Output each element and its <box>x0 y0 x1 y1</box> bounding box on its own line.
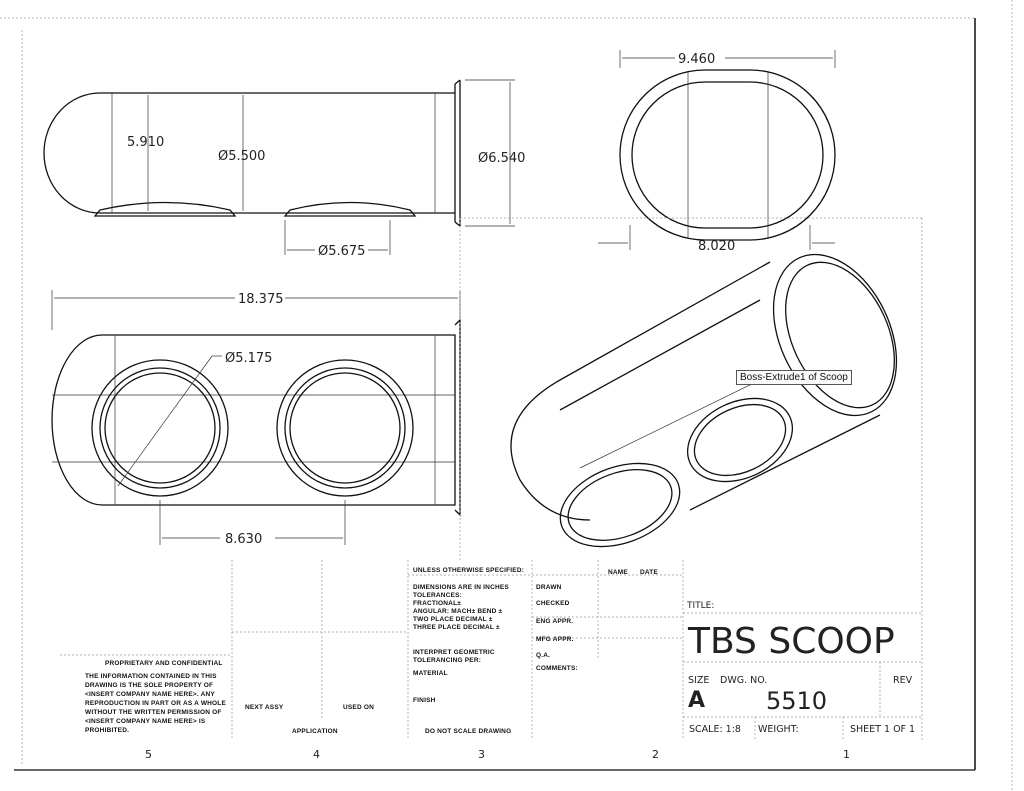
zone-4: 4 <box>313 748 320 761</box>
dim-overall-length: 18.375 <box>238 292 284 307</box>
dim-body-dia: Ø5.500 <box>218 149 265 164</box>
tolerance-line: TOLERANCES: <box>413 592 462 599</box>
proprietary-line: WITHOUT THE WRITTEN PERMISSION OF <box>85 709 222 716</box>
dim-port-spacing: 8.630 <box>225 532 262 547</box>
tolerance-line: FRACTIONAL± <box>413 600 461 607</box>
size-value: A <box>688 688 705 713</box>
tolerance-line: THREE PLACE DECIMAL ± <box>413 624 500 631</box>
scale-value: SCALE: 1:8 <box>689 724 741 735</box>
tolerance-line: TWO PLACE DECIMAL ± <box>413 616 493 623</box>
proprietary-line: PROHIBITED. <box>85 727 129 734</box>
dwg-no-value: 5510 <box>766 687 827 715</box>
rev-label: REV <box>893 675 913 686</box>
proprietary-line: REPRODUCTION IN PART OR AS A WHOLE <box>85 700 226 707</box>
weight-label: WEIGHT: <box>758 724 799 735</box>
used-on-label: USED ON <box>343 704 374 711</box>
dim-end-inner: 8.020 <box>698 239 735 254</box>
dim-flange-dia: Ø6.540 <box>478 151 525 166</box>
tolerance-line: ANGULAR: MACH± BEND ± <box>413 608 503 615</box>
unless-label: UNLESS OTHERWISE SPECIFIED: <box>413 567 524 574</box>
proprietary-line: DRAWING IS THE SOLE PROPERTY OF <box>85 682 213 689</box>
drawing-title: TBS SCOOP <box>687 621 895 662</box>
dim-height: 5.910 <box>127 135 164 150</box>
role-comments: COMMENTS: <box>536 665 578 672</box>
interpret-line: INTERPRET GEOMETRIC <box>413 649 495 656</box>
proprietary-line: <INSERT COMPANY NAME HERE>. ANY <box>85 691 215 698</box>
dim-port-dia: Ø5.675 <box>318 244 365 259</box>
sheet-label: SHEET 1 OF 1 <box>850 724 915 735</box>
dim-port-circle: Ø5.175 <box>225 351 272 366</box>
zone-1: 1 <box>843 748 850 761</box>
date-column: DATE <box>640 569 658 576</box>
zone-5: 5 <box>145 748 152 761</box>
tolerance-line: DIMENSIONS ARE IN INCHES <box>413 584 509 591</box>
name-column: NAME <box>608 569 628 576</box>
end-view: 9.460 8.020 <box>598 50 836 254</box>
front-view: 5.910 Ø5.500 Ø6.540 Ø5.675 <box>43 79 525 259</box>
role-eng-appr: ENG APPR. <box>536 618 573 625</box>
next-assy-label: NEXT ASSY <box>245 704 284 711</box>
zone-3: 3 <box>478 748 485 761</box>
finish-label: FINISH <box>413 697 436 704</box>
dwg-no-label: DWG. NO. <box>720 675 767 686</box>
proprietary-line: <INSERT COMPANY NAME HERE> IS <box>85 718 206 725</box>
title-block-grid <box>60 217 923 740</box>
role-mfg-appr: MFG APPR. <box>536 636 574 643</box>
isometric-view <box>510 253 898 548</box>
role-qa: Q.A. <box>536 652 550 659</box>
title-label: TITLE: <box>686 601 714 611</box>
top-view: 18.375 Ø5.175 8.630 <box>51 290 461 547</box>
role-drawn: DRAWN <box>536 584 562 591</box>
zone-2: 2 <box>652 748 659 761</box>
size-label: SIZE <box>688 675 709 686</box>
role-checked: CHECKED <box>536 600 570 607</box>
interpret-line: TOLERANCING PER: <box>413 657 481 664</box>
dim-end-width: 9.460 <box>678 52 715 67</box>
proprietary-line: THE INFORMATION CONTAINED IN THIS <box>85 673 217 680</box>
proprietary-heading: PROPRIETARY AND CONFIDENTIAL <box>105 660 223 667</box>
application-label: APPLICATION <box>292 728 338 735</box>
do-not-scale: DO NOT SCALE DRAWING <box>425 728 511 735</box>
feature-tooltip: Boss-Extrude1 of Scoop <box>736 370 852 385</box>
material-label: MATERIAL <box>413 670 448 677</box>
